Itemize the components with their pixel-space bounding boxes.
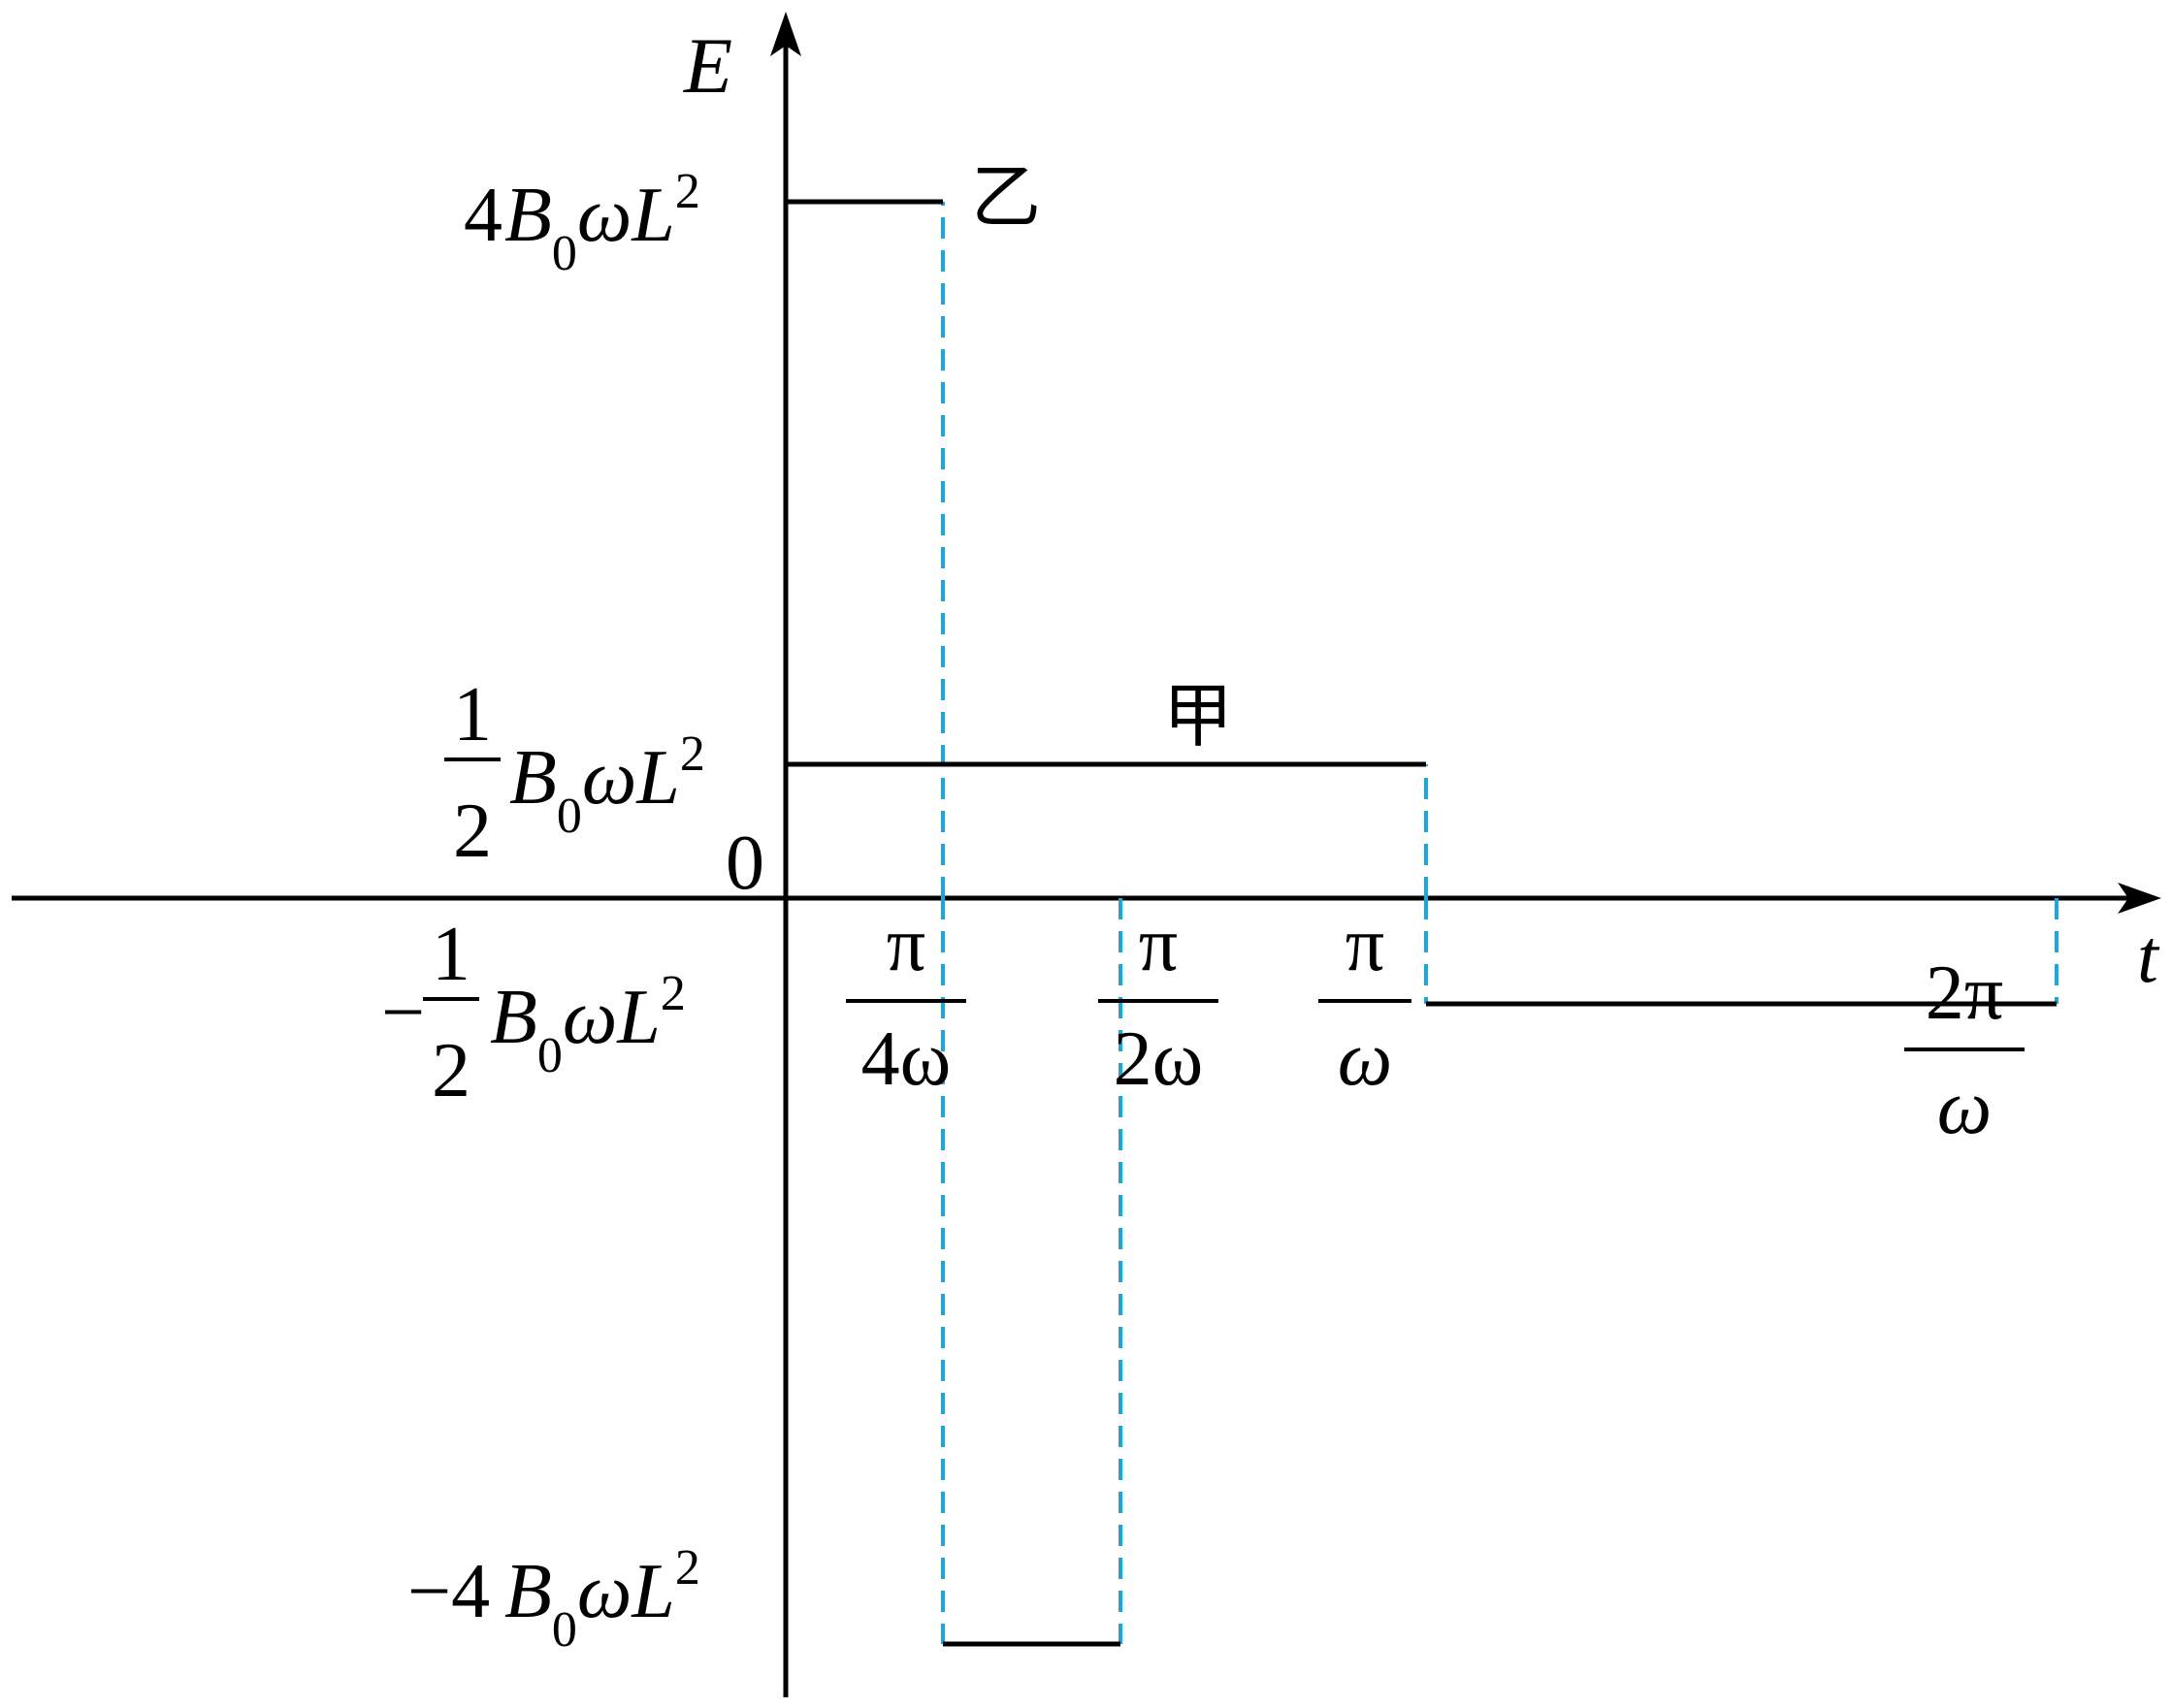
ytick-minus-half-num: 1 — [432, 912, 470, 997]
ytick-minus-four-unit: B0ωL2 — [504, 1540, 700, 1658]
series-label-1: 甲 — [1163, 678, 1233, 756]
ytick-plus-half-den: 2 — [453, 789, 492, 874]
xtick-0-num: π — [887, 902, 925, 987]
ytick-plus-half-unit: B0ωL2 — [509, 726, 705, 844]
ytick-minus-four-coef: −4 — [407, 1549, 490, 1634]
series-label-0: 乙 — [971, 159, 1041, 237]
ytick-minus-half-den: 2 — [432, 1028, 470, 1113]
ytick-plus-four-coef: 4 — [464, 173, 502, 258]
ytick-plus-half-num: 1 — [453, 672, 492, 757]
x-axis-label: t — [2137, 914, 2160, 998]
xtick-3-den: ω — [1937, 1065, 1992, 1150]
xtick-2-num: π — [1345, 902, 1384, 987]
xtick-1-den: 2ω — [1114, 1016, 1204, 1102]
x-axis-arrow — [2118, 883, 2161, 914]
ytick-plus-four-unit: B0ωL2 — [504, 164, 700, 281]
origin-label: 0 — [726, 821, 764, 906]
xtick-2-den: ω — [1338, 1016, 1392, 1102]
ytick-minus-half-unit: B0ωL2 — [490, 966, 686, 1083]
ytick-minus-half-sign: − — [381, 970, 425, 1055]
y-axis-arrow — [770, 12, 801, 56]
xtick-1-num: π — [1139, 902, 1178, 987]
xtick-0-den: 4ω — [861, 1016, 952, 1102]
xtick-3-num: 2π — [1926, 951, 2003, 1036]
y-axis-label: E — [683, 21, 732, 110]
